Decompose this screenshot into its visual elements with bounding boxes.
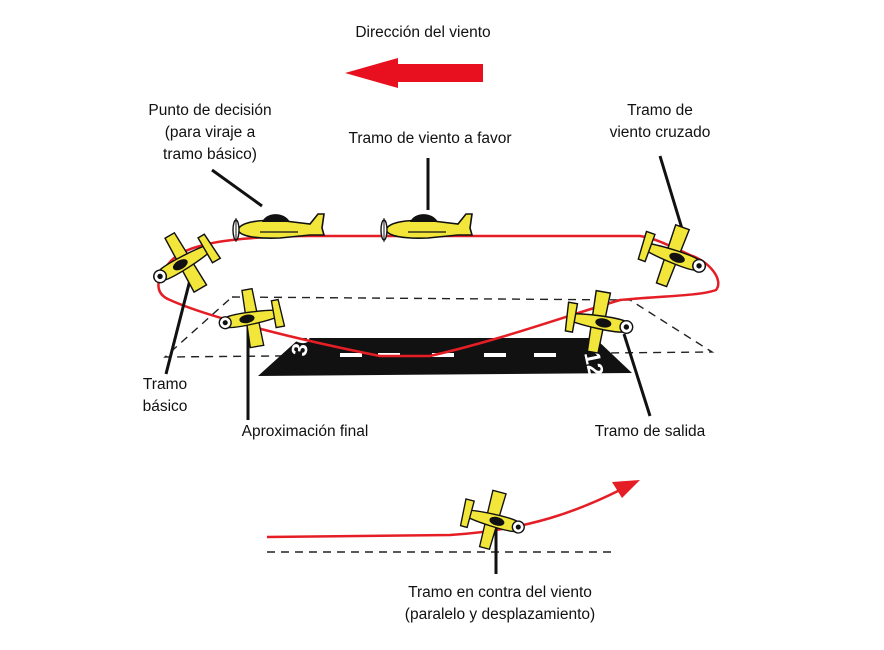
label-decision-point: Punto de decisión (para viraje a tramo b… (148, 102, 272, 163)
runway-area-outline (163, 296, 715, 358)
airplane-icon (213, 283, 288, 353)
label-departure: Tramo de salida (594, 423, 706, 440)
wind-direction-arrow (345, 58, 483, 88)
label-crosswind: Tramo de viento cruzado (609, 102, 711, 141)
airplane-icon (380, 213, 473, 243)
runway-number-left: 30 (286, 329, 315, 357)
runway-number-right: 12 (579, 349, 609, 378)
label-downwind: Tramo de viento a favor (348, 130, 512, 147)
label-final-approach: Aproximación final (241, 423, 369, 440)
airplane-icon (454, 483, 533, 558)
upwind-arrowhead (612, 480, 640, 498)
label-upwind: Tramo en contra del viento (paralelo y d… (404, 584, 596, 623)
label-base: Tramo básico (142, 376, 188, 415)
wind-direction-title: Dirección del viento (355, 24, 491, 41)
upwind-track (266, 488, 621, 539)
airplane-icon (138, 218, 230, 307)
airplane-icon (630, 215, 717, 298)
